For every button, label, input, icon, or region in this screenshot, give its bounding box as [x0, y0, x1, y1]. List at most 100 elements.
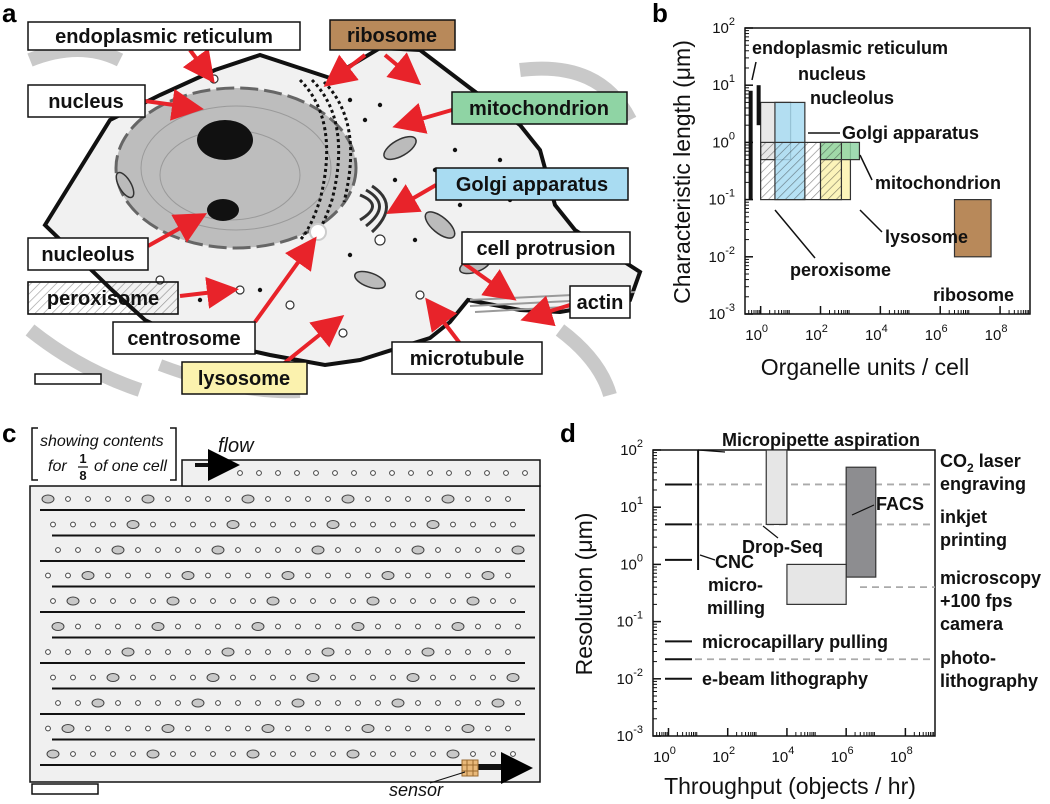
organelle-dot: [435, 547, 441, 553]
y-tick-label: 102: [712, 16, 735, 37]
x-tick-label: 106: [925, 323, 948, 344]
organelle-dot: [446, 470, 452, 476]
panel-label-a: a: [2, 0, 17, 28]
organelle-dot: [65, 649, 71, 655]
organelle-dot: [495, 623, 501, 630]
organelle-dot: [425, 496, 431, 502]
organelle-dot: [310, 598, 316, 604]
organelle-dot: [285, 725, 291, 732]
mitochondrion-shape: [115, 171, 135, 199]
annot-nucleolus: nucleolus: [810, 88, 894, 108]
organelle-dot: [375, 700, 381, 706]
organelle-dot: [495, 547, 501, 553]
plot-d-ylabel: Resolution (μm): [571, 513, 597, 676]
organelle-dot: [185, 725, 191, 732]
organelle-dot: [390, 598, 396, 604]
organelle-dot: [355, 700, 361, 706]
organelle-dot: [345, 649, 351, 655]
organelle-dot: [430, 674, 436, 681]
organelle-dot: [325, 725, 331, 732]
organelle-dot: [450, 598, 456, 604]
organelle-mito: [406, 673, 420, 682]
organelle-dot: [490, 751, 496, 757]
organelle-dot: [430, 751, 436, 757]
organelle-dot: [256, 470, 262, 476]
organelle-dot: [190, 674, 196, 681]
golgi-color-box: [435, 167, 629, 201]
x-tick-label: 108: [985, 323, 1008, 344]
organelle-dot: [465, 470, 471, 476]
organelle-dot: [225, 725, 231, 732]
organelle-dot: [150, 521, 156, 528]
y-tick-label: 10-1: [709, 188, 735, 209]
organelle-dot: [50, 674, 56, 681]
organelle-dot: [310, 751, 316, 757]
organelle-mito: [61, 724, 75, 733]
organelle-dot: [170, 751, 176, 757]
scale-bar: [34, 373, 102, 385]
organelle-dot: [190, 521, 196, 528]
organelle-mito: [421, 647, 435, 657]
organelle-dot: [405, 725, 411, 732]
organelle-dot: [270, 674, 276, 681]
organelle-mito: [321, 647, 335, 657]
organelle-dot: [335, 623, 341, 630]
organelle-mito: [366, 596, 380, 606]
chromatin: [140, 105, 332, 231]
organelle-mito: [306, 673, 320, 682]
organelle-dot: [45, 725, 51, 732]
co2-text: CO: [940, 451, 967, 471]
range-box-facs: [845, 466, 877, 578]
channel-body: [29, 485, 541, 783]
organelle-mito: [41, 494, 55, 504]
organelle-dot: [395, 547, 401, 553]
organelle-dot: [150, 598, 156, 604]
panel-label-d: d: [560, 418, 576, 448]
y-tick-label: 10-3: [617, 724, 643, 745]
organelle-mito: [206, 673, 220, 682]
annot-dropseq: Drop-Seq: [742, 537, 823, 557]
organelle-dot: [485, 725, 491, 732]
organelle-dot: [150, 674, 156, 681]
y-tick-label: 100: [712, 130, 735, 151]
organelle-dot: [330, 751, 336, 757]
organelle-mito: [281, 571, 295, 580]
organelle-dot: [130, 598, 136, 604]
organelle-dot: [265, 496, 271, 502]
organelle-mito: [146, 749, 160, 759]
x-tick-label: 104: [865, 323, 888, 344]
organelle-dot: [185, 496, 191, 502]
organelle-mito: [166, 596, 180, 606]
organelle-mito: [251, 622, 265, 631]
range-box-drop-seq: [765, 449, 788, 526]
sensor-label: sensor: [389, 780, 444, 800]
label-centrosome: centrosome: [112, 321, 256, 355]
organelle-mito: [451, 622, 465, 631]
organelle-dot: [75, 547, 81, 553]
x-tick-label: 102: [712, 745, 735, 766]
x-tick-label: 100: [653, 745, 676, 766]
organelle-dot: [313, 470, 319, 476]
organelle-dot: [165, 496, 171, 502]
organelle-dot: [155, 547, 161, 553]
annot-co2-a: CO2 laser: [940, 451, 1021, 475]
organelle-dot: [265, 649, 271, 655]
organelle-mito: [261, 724, 275, 733]
annot-golgi: Golgi apparatus: [842, 123, 979, 143]
organelle-dot: [522, 470, 528, 476]
organelle-dot: [295, 623, 301, 630]
organelle-dot: [390, 674, 396, 681]
organelle-dot: [427, 470, 433, 476]
organelle-dot: [250, 598, 256, 604]
annot-photo-2: lithography: [940, 671, 1038, 691]
flow-label: flow: [218, 435, 255, 457]
organelle-dot: [135, 700, 141, 706]
organelle-dot: [332, 470, 338, 476]
organelle-mito: [246, 749, 260, 759]
organelle-dot: [435, 623, 441, 630]
organelle-dot: [315, 623, 321, 630]
organelle-dot: [465, 649, 471, 655]
x-tick-label: 102: [805, 323, 828, 344]
note-line2-post: of one cell: [94, 458, 167, 475]
